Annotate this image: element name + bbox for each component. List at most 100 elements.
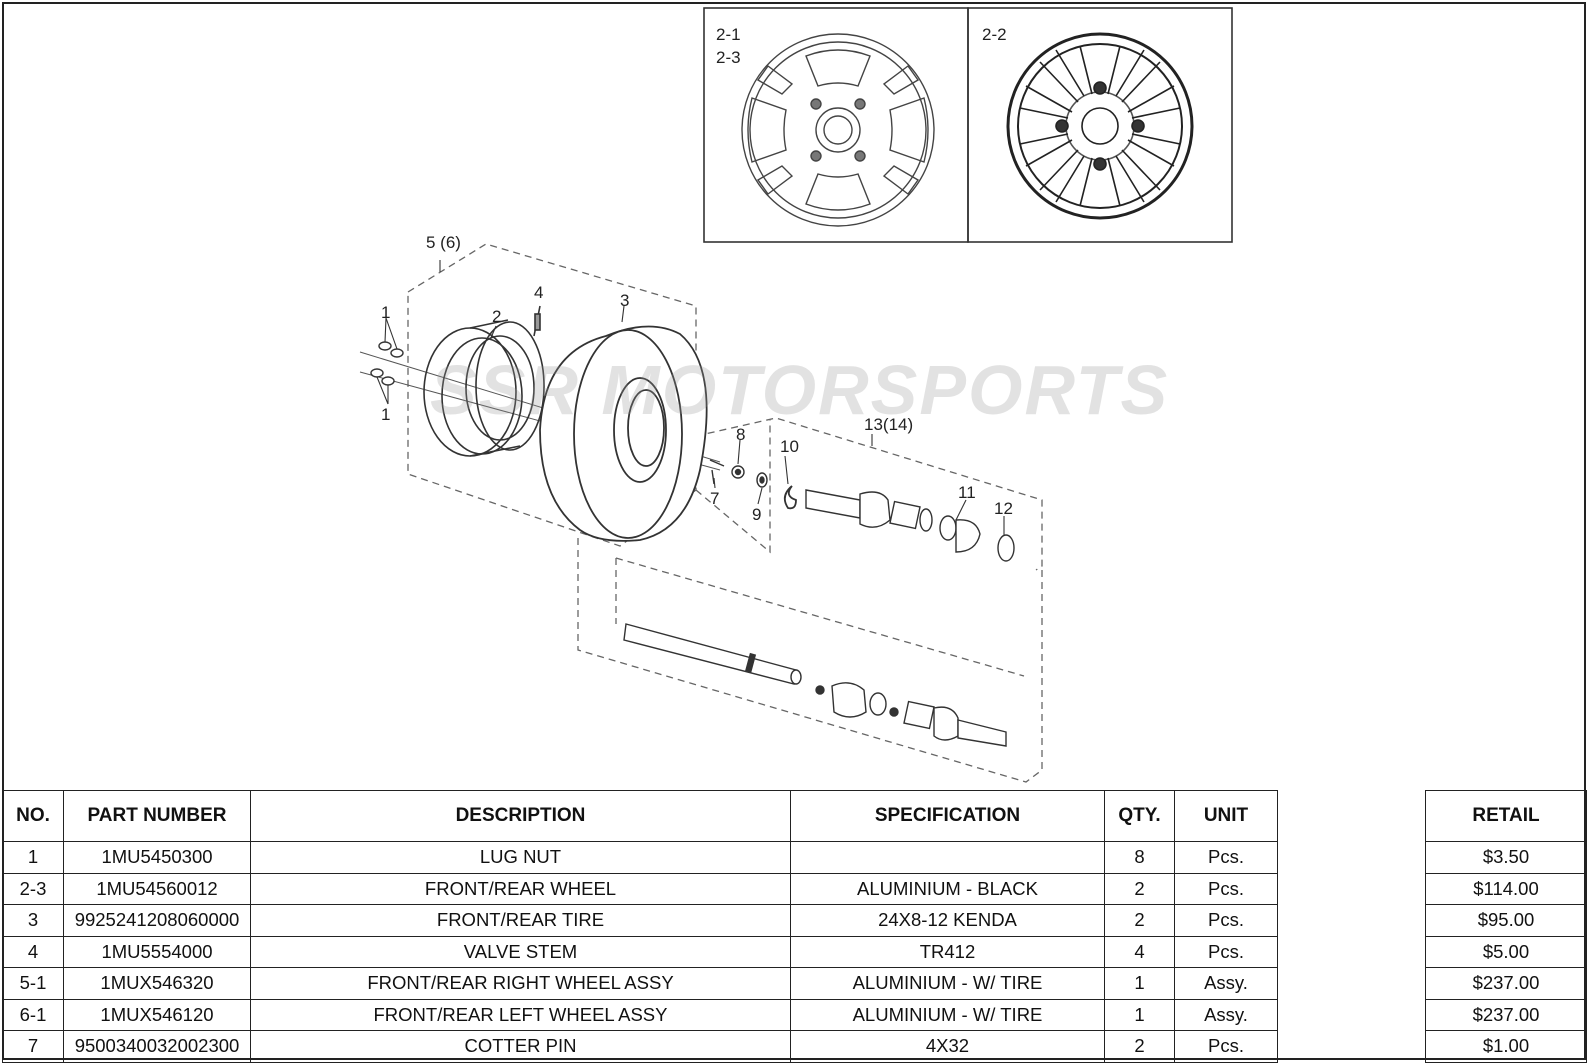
watermark: SSR MOTORSPORTS xyxy=(430,351,1170,429)
cell-unit: Pcs. xyxy=(1174,872,1278,905)
table-row: 3 9925241208060000 FRONT/REAR TIRE 24X8-… xyxy=(2,904,1587,937)
col-header-no: NO. xyxy=(2,790,64,842)
cell-unit: Pcs. xyxy=(1174,841,1278,874)
cell-specification: 24X8-12 KENDA xyxy=(790,904,1105,937)
valve-stem-illustration xyxy=(533,305,541,337)
cell-retail: $237.00 xyxy=(1425,967,1587,1000)
cell-no: 4 xyxy=(2,935,64,968)
callout-leader-lines xyxy=(376,260,1005,536)
table-row: 1 1MU5450300 LUG NUT 8 Pcs. $3.50 xyxy=(2,841,1587,874)
exploded-parts-diagram: 2-1 2-3 2-2 xyxy=(359,7,1233,783)
table-row: 2-3 1MU54560012 FRONT/REAR WHEEL ALUMINI… xyxy=(2,872,1587,905)
wheel-inset-panel xyxy=(703,7,1233,243)
cell-unit: Assy. xyxy=(1174,967,1278,1000)
cell-description: FRONT/REAR TIRE xyxy=(250,904,791,937)
cell-specification: 4X32 xyxy=(790,1030,1105,1063)
col-header-qty: QTY. xyxy=(1104,790,1175,842)
table-row: 6-1 1MUX546120 FRONT/REAR LEFT WHEEL ASS… xyxy=(2,998,1587,1031)
cell-retail: $3.50 xyxy=(1425,841,1587,874)
cell-qty: 1 xyxy=(1104,967,1175,1000)
inset-label-2-1: 2-1 xyxy=(716,25,741,44)
table-header-row: NO. PART NUMBER DESCRIPTION SPECIFICATIO… xyxy=(2,790,1587,842)
cell-description: FRONT/REAR LEFT WHEEL ASSY xyxy=(250,998,791,1031)
cell-retail: $1.00 xyxy=(1425,1030,1587,1063)
cell-qty: 2 xyxy=(1104,904,1175,937)
cell-part-number: 1MU54560012 xyxy=(63,872,251,905)
cell-specification xyxy=(790,841,1105,874)
cell-specification: ALUMINIUM - W/ TIRE xyxy=(790,998,1105,1031)
wheel-2-2-illustration xyxy=(1006,32,1194,220)
callout-2: 2 xyxy=(492,307,501,326)
cell-unit: Pcs. xyxy=(1174,1030,1278,1063)
col-header-blank xyxy=(1277,790,1426,842)
table-row: 4 1MU5554000 VALVE STEM TR412 4 Pcs. $5.… xyxy=(2,935,1587,968)
cell-blank xyxy=(1277,1030,1426,1062)
cell-blank xyxy=(1277,999,1426,1031)
cell-retail: $237.00 xyxy=(1425,998,1587,1031)
cell-part-number: 1MU5554000 xyxy=(63,935,251,968)
callout-3: 3 xyxy=(620,291,629,310)
cell-no: 6-1 xyxy=(2,998,64,1031)
cell-retail: $5.00 xyxy=(1425,935,1587,968)
cell-no: 3 xyxy=(2,904,64,937)
cell-description: FRONT/REAR WHEEL xyxy=(250,872,791,905)
cell-part-number: 1MUX546120 xyxy=(63,998,251,1031)
inset-label-2-2: 2-2 xyxy=(982,25,1007,44)
lower-shaft-and-cv xyxy=(623,623,1007,747)
cell-blank xyxy=(1277,936,1426,968)
cell-description: LUG NUT xyxy=(250,841,791,874)
circlip-10 xyxy=(783,485,797,510)
callout-13-14: 13(14) xyxy=(864,415,913,434)
cell-retail: $95.00 xyxy=(1425,904,1587,937)
callout-9: 9 xyxy=(752,505,761,524)
cell-blank xyxy=(1277,904,1426,936)
cell-blank xyxy=(1277,873,1426,905)
cell-qty: 4 xyxy=(1104,935,1175,968)
table-row: 5-1 1MUX546320 FRONT/REAR RIGHT WHEEL AS… xyxy=(2,967,1587,1000)
cell-unit: Pcs. xyxy=(1174,935,1278,968)
cell-no: 5-1 xyxy=(2,967,64,1000)
cell-blank xyxy=(1277,967,1426,999)
cell-unit: Pcs. xyxy=(1174,904,1278,937)
cell-description: COTTER PIN xyxy=(250,1030,791,1063)
cell-part-number: 1MUX546320 xyxy=(63,967,251,1000)
callout-12: 12 xyxy=(994,499,1013,518)
wheel-2-1-illustration xyxy=(741,33,935,227)
cell-qty: 1 xyxy=(1104,998,1175,1031)
cell-unit: Assy. xyxy=(1174,998,1278,1031)
cell-specification: ALUMINIUM - BLACK xyxy=(790,872,1105,905)
callout-4: 4 xyxy=(534,283,543,302)
callout-5-6: 5 (6) xyxy=(426,233,461,252)
cell-part-number: 1MU5450300 xyxy=(63,841,251,874)
callout-10: 10 xyxy=(780,437,799,456)
cell-qty: 8 xyxy=(1104,841,1175,874)
cell-description: FRONT/REAR RIGHT WHEEL ASSY xyxy=(250,967,791,1000)
hub-hardware xyxy=(709,459,768,488)
col-header-description: DESCRIPTION xyxy=(250,790,791,842)
cell-no: 2-3 xyxy=(2,872,64,905)
lug-nuts xyxy=(370,341,404,386)
col-header-part-number: PART NUMBER xyxy=(63,790,251,842)
rim-illustration xyxy=(423,319,545,457)
assembly-outlines xyxy=(407,243,1043,783)
cell-no: 1 xyxy=(2,841,64,874)
upper-cv-joint xyxy=(805,489,1015,562)
cell-description: VALVE STEM xyxy=(250,935,791,968)
cell-qty: 2 xyxy=(1104,1030,1175,1063)
col-header-retail: RETAIL xyxy=(1425,790,1587,842)
callout-11: 11 xyxy=(958,483,976,502)
callout-1-upper: 1 xyxy=(381,303,390,322)
col-header-specification: SPECIFICATION xyxy=(790,790,1105,842)
col-header-unit: UNIT xyxy=(1174,790,1278,842)
cell-specification: TR412 xyxy=(790,935,1105,968)
parts-table: NO. PART NUMBER DESCRIPTION SPECIFICATIO… xyxy=(2,790,1587,1063)
cell-no: 7 xyxy=(2,1030,64,1063)
tire-illustration xyxy=(539,325,708,542)
cell-retail: $114.00 xyxy=(1425,872,1587,905)
callout-1-lower: 1 xyxy=(381,405,390,424)
cell-blank xyxy=(1277,841,1426,873)
inset-label-2-3: 2-3 xyxy=(716,48,741,67)
callout-7: 7 xyxy=(710,489,719,508)
table-row: 7 9500340032002300 COTTER PIN 4X32 2 Pcs… xyxy=(2,1030,1587,1063)
callout-8: 8 xyxy=(736,425,745,444)
